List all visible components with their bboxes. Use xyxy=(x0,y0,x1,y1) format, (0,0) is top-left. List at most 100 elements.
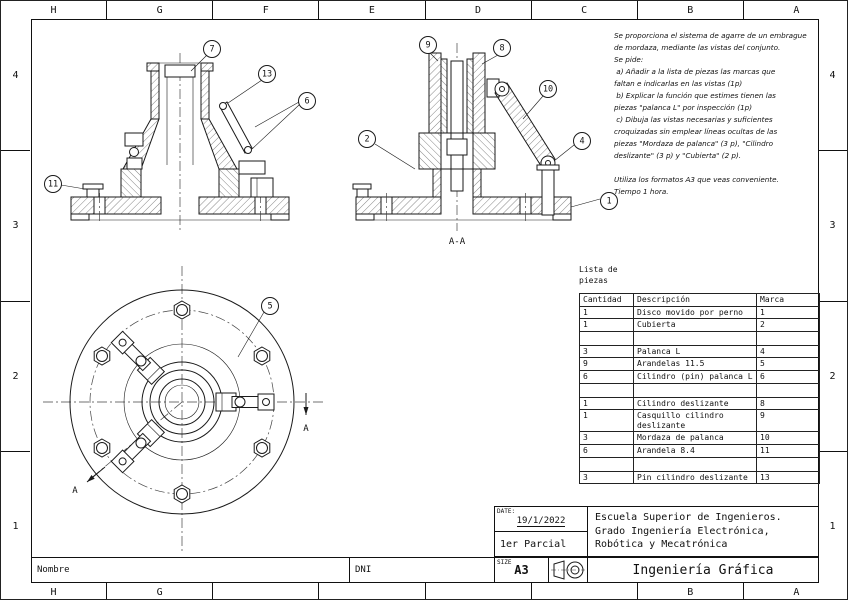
plan-view: A A xyxy=(43,266,323,553)
part-desc: Mordaza de palanca xyxy=(633,431,757,445)
projection-symbol-cell xyxy=(549,558,588,582)
part-desc: Disco movido por perno xyxy=(633,305,757,320)
part-qty: 3 xyxy=(579,431,634,445)
title-block-bottom-row: Nombre DNI SIZE A3 Ingeniería Gráfica xyxy=(31,557,819,583)
balloon-1: 1 xyxy=(600,192,618,210)
parts-header-row: Cantidad Descripción Marca xyxy=(579,293,820,307)
part-mark: 9 xyxy=(756,409,820,433)
part-qty: 1 xyxy=(579,305,634,320)
part-desc: Palanca L xyxy=(633,344,757,359)
school-name: Escuela Superior de Ingenieros. Grado In… xyxy=(595,512,782,550)
balloon-6: 6 xyxy=(298,92,316,110)
part-desc xyxy=(633,456,757,472)
front-view-leaders xyxy=(60,54,300,190)
part-mark: 2 xyxy=(756,318,820,332)
svg-text:1: 1 xyxy=(606,197,611,207)
section-cut-arrow-a1: A xyxy=(72,466,106,496)
part-desc: Cilindro (pin) palanca L xyxy=(633,369,757,384)
zone-label: 4 xyxy=(1,1,30,152)
plan-view-leaders xyxy=(237,311,265,358)
svg-text:9: 9 xyxy=(425,41,430,51)
svg-text:11: 11 xyxy=(48,180,58,190)
parts-list-title: Lista de piezas xyxy=(579,265,618,285)
svg-text:4: 4 xyxy=(579,137,584,147)
part-mark xyxy=(756,456,820,472)
part-desc: Arandela 8.4 xyxy=(633,443,757,458)
svg-text:13: 13 xyxy=(262,70,272,80)
part-mark: 13 xyxy=(756,470,820,485)
zone-label: 1 xyxy=(829,520,836,532)
col-header-qty: Cantidad xyxy=(579,293,634,307)
parts-row-empty xyxy=(579,456,820,472)
part-mark: 1 xyxy=(756,305,820,320)
part-qty xyxy=(579,456,634,472)
part-qty: 9 xyxy=(579,357,634,371)
balloon-13: 13 xyxy=(258,65,276,83)
front-view xyxy=(70,53,290,231)
part-qty: 6 xyxy=(579,443,634,458)
section-view-leaders xyxy=(374,52,601,208)
part-mark: 6 xyxy=(756,369,820,384)
part-mark: 8 xyxy=(756,396,820,411)
svg-text:A: A xyxy=(303,424,309,434)
balloon-2: 2 xyxy=(358,130,376,148)
part-qty: 1 xyxy=(579,409,634,433)
section-cut-arrow-a2: A xyxy=(303,393,309,434)
size-value: A3 xyxy=(514,563,529,577)
zone-label: 3 xyxy=(818,151,847,302)
part-mark: 4 xyxy=(756,344,820,359)
border-strip-top: H G F E D C B A xyxy=(1,1,847,19)
part-qty: 1 xyxy=(579,318,634,332)
course-title: Ingeniería Gráfica xyxy=(632,562,774,578)
svg-text:5: 5 xyxy=(267,302,272,312)
balloon-10: 10 xyxy=(539,80,557,98)
zone-label: 2 xyxy=(1,302,30,452)
title-block: DATE: 19/1/2022 1er Parcial Escuela Supe… xyxy=(494,506,819,557)
part-mark xyxy=(756,382,820,398)
balloon-9: 9 xyxy=(419,36,437,54)
part-desc: Cilindro deslizante xyxy=(633,396,757,411)
zone-label: 1 xyxy=(12,520,19,532)
zone-label xyxy=(532,583,638,599)
part-mark: 10 xyxy=(756,431,820,445)
zone-label: 4 xyxy=(818,1,847,152)
balloon-8: 8 xyxy=(493,39,511,57)
size-label: SIZE xyxy=(497,559,512,566)
parts-row-empty xyxy=(579,330,820,346)
svg-text:A: A xyxy=(72,486,78,496)
zone-label: B xyxy=(638,583,744,599)
zone-label: A xyxy=(793,4,800,16)
svg-text:6: 6 xyxy=(304,97,309,107)
zone-label: C xyxy=(532,1,638,19)
part-qty xyxy=(579,382,634,398)
zone-label: D xyxy=(426,1,532,19)
zone-label: G xyxy=(107,1,214,19)
part-mark: 5 xyxy=(756,357,820,371)
zone-label: B xyxy=(638,1,744,19)
part-desc: Arandelas 11.5 xyxy=(633,357,757,371)
part-desc xyxy=(633,330,757,346)
part-qty xyxy=(579,330,634,346)
border-strip-right: 4 3 2 1 xyxy=(818,1,847,599)
section-label: A-A xyxy=(449,237,466,247)
col-header-mark: Marca xyxy=(756,293,820,307)
date-label: DATE: xyxy=(497,508,516,515)
border-strip-bottom: H G B A xyxy=(1,583,847,599)
zone-label: E xyxy=(319,1,426,19)
part-desc xyxy=(633,382,757,398)
part-desc: Casquillo cilindro deslizante xyxy=(633,409,757,433)
zone-label xyxy=(319,583,426,599)
zone-label: F xyxy=(213,1,320,19)
sheet-size-cell: SIZE A3 xyxy=(495,558,549,582)
